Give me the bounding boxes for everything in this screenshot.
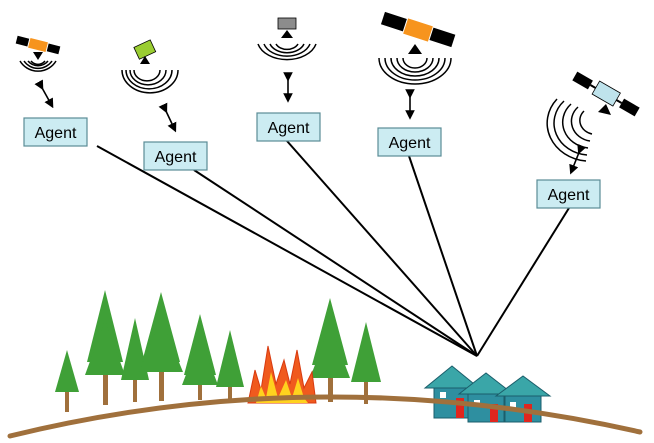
- tree-icon: [310, 298, 350, 402]
- agent-box-5: Agent: [536, 179, 601, 209]
- signal-waves-icon: [121, 69, 179, 94]
- tree-icon: [55, 350, 79, 412]
- agent-box-4: Agent: [377, 127, 442, 157]
- satellite-icon: [15, 35, 61, 60]
- satellite-icon: [380, 11, 456, 54]
- satellite-body: [403, 18, 433, 42]
- agent-box-2: Agent: [143, 141, 208, 171]
- connection-line-2: [193, 169, 478, 357]
- signal-waves-icon: [257, 43, 317, 61]
- satellite-icon: [133, 39, 157, 64]
- satellite-body: [133, 39, 157, 60]
- agent-label: Agent: [389, 135, 431, 152]
- tree-icon: [182, 314, 218, 400]
- connection-lines: [96, 140, 570, 357]
- forest: [55, 290, 381, 412]
- connection-line-3: [286, 140, 478, 357]
- tree-icon: [139, 292, 183, 401]
- agent-box-3: Agent: [256, 112, 321, 142]
- ground-line: [7, 394, 643, 439]
- satellite-body: [28, 37, 48, 53]
- agent-label: Agent: [268, 120, 310, 137]
- satellite-body: [277, 17, 297, 30]
- agent-label: Agent: [548, 187, 590, 204]
- tree-icon: [351, 322, 381, 404]
- satellite-icon: [572, 71, 640, 117]
- signal-waves-icon: [378, 57, 452, 85]
- bidirectional-arrow-icon: [569, 143, 587, 175]
- signal-waves-icon: [19, 60, 57, 72]
- connection-line-4: [408, 155, 478, 357]
- agent-label: Agent: [155, 149, 197, 166]
- bidirectional-arrow-icon: [158, 102, 177, 133]
- satellite-body: [591, 80, 621, 107]
- signal-waves-icon: [546, 98, 593, 162]
- connection-line-1: [96, 145, 478, 357]
- tree-icon: [121, 318, 149, 402]
- connection-line-5: [476, 207, 570, 357]
- bidirectional-arrow-icon: [34, 79, 54, 109]
- fire-icon: [247, 345, 317, 404]
- tree-icon: [216, 330, 244, 400]
- agent-label: Agent: [35, 125, 77, 142]
- satellite-icon: [277, 17, 297, 38]
- agent-box-1: Agent: [23, 117, 88, 147]
- tree-icon: [85, 290, 125, 405]
